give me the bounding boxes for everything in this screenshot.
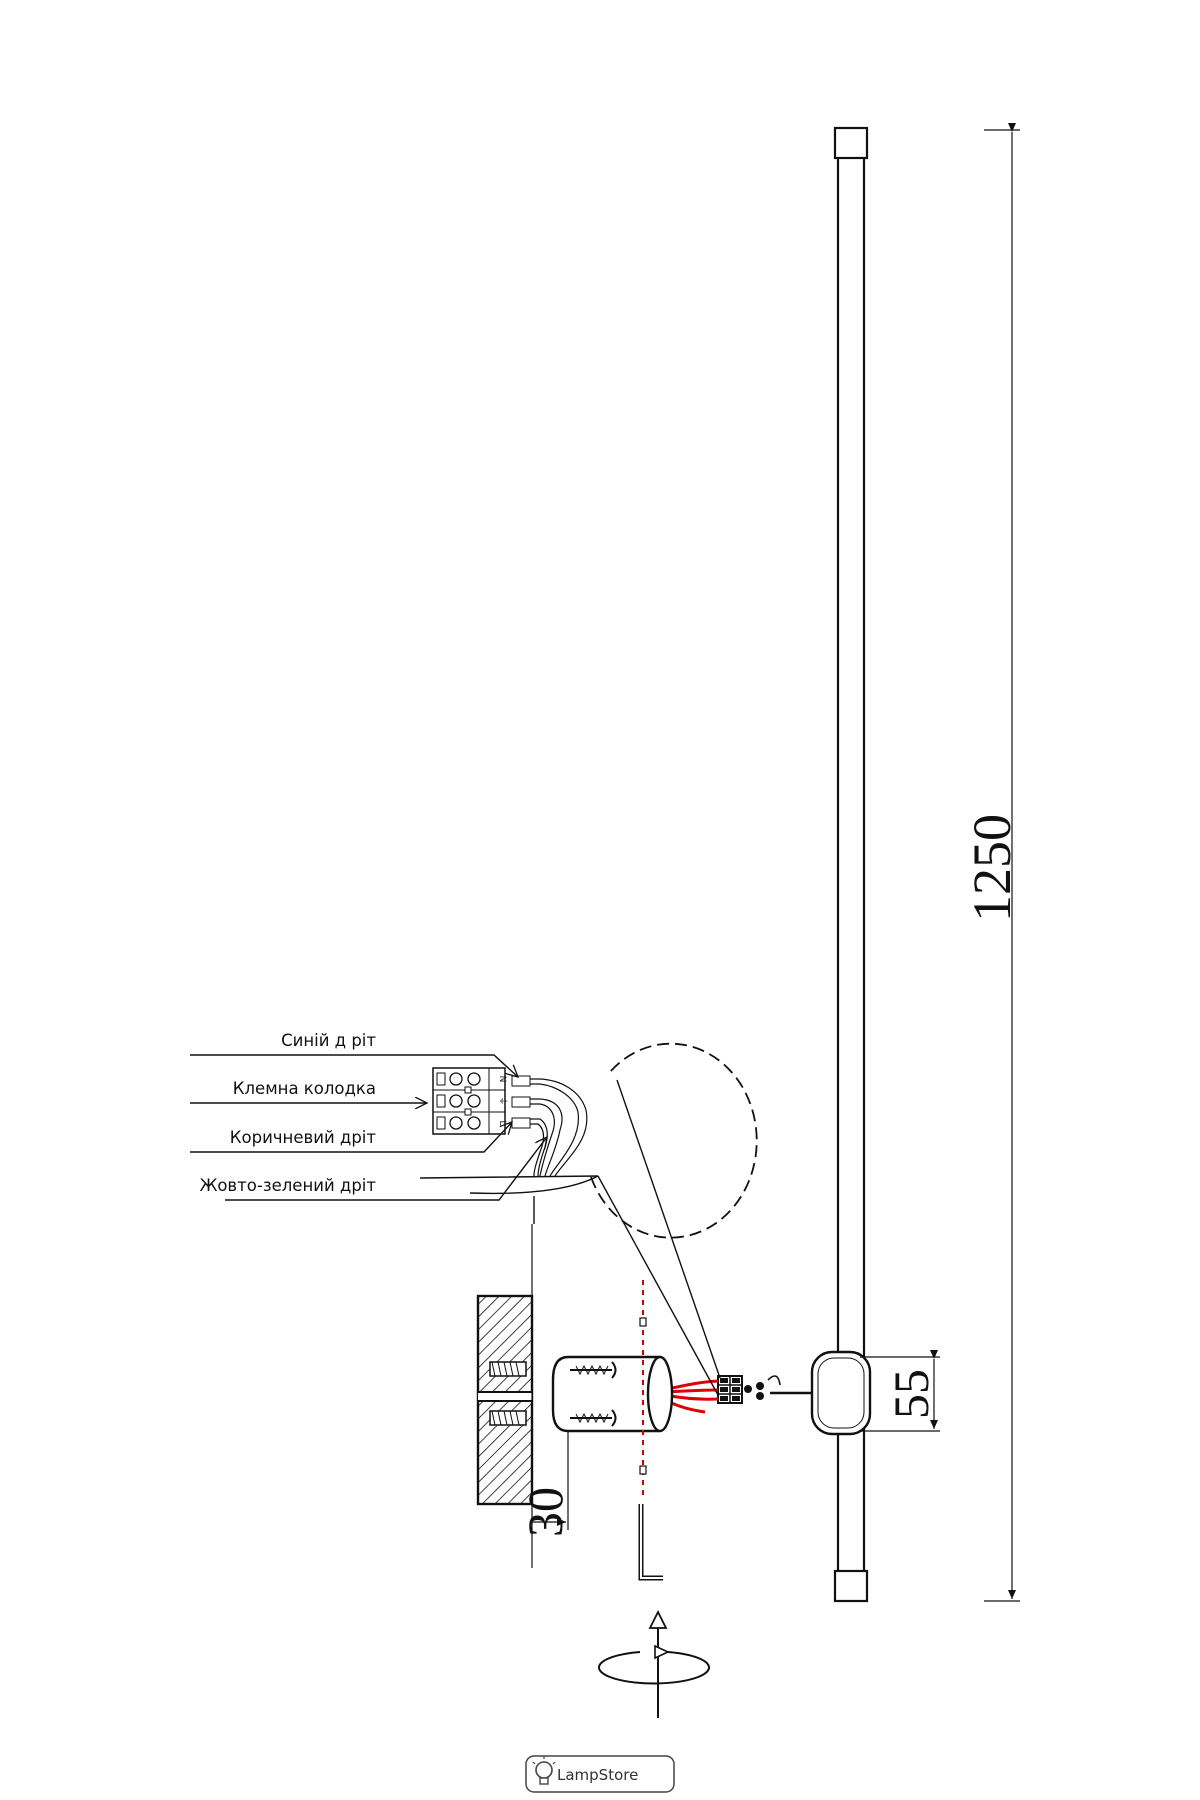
leader-brown-wire xyxy=(190,1122,512,1153)
dimension-mount-depth-label: 30 xyxy=(517,1487,573,1537)
mounting-cup xyxy=(551,1355,674,1433)
mounting-axis xyxy=(639,1280,647,1500)
label-yellow-green-wire: Жовто-зелений дріт xyxy=(200,1176,377,1195)
logo-text: LampStore xyxy=(557,1766,638,1784)
lamp-body xyxy=(767,1350,872,1436)
lightbulb-icon xyxy=(532,1756,556,1785)
screw-lower xyxy=(570,1409,617,1427)
dimension-total-length xyxy=(984,123,1020,1602)
rod-end-cap-bottom xyxy=(833,1569,869,1603)
hex-key-highlight xyxy=(640,1504,663,1579)
wall-anchor-upper xyxy=(489,1361,527,1377)
rod-end-cap-top xyxy=(833,126,869,160)
terminal-block-detail: N ⏚ L xyxy=(432,1067,508,1135)
label-brown-wire: Коричневий дріт xyxy=(230,1128,377,1147)
terminal-connector-small xyxy=(717,1375,764,1404)
screw-upper xyxy=(570,1361,617,1379)
hex-key-icon xyxy=(638,1504,663,1581)
wires-detail xyxy=(511,1075,588,1177)
dimension-total-length-label: 1250 xyxy=(962,814,1022,922)
dimension-body-width-label: 55 xyxy=(883,1369,939,1419)
label-terminal-block: Клемна колодка xyxy=(233,1079,376,1098)
leader-yellow-green-wire xyxy=(225,1137,547,1201)
lamp-rod xyxy=(833,126,869,1603)
terminal-mark-neutral: N xyxy=(497,1076,507,1083)
detail-callout: N ⏚ L xyxy=(190,1042,758,1396)
wall-anchor-lower xyxy=(489,1410,527,1426)
dimension-mount-depth xyxy=(531,1224,569,1568)
dimension-body-width xyxy=(860,1350,940,1432)
rotation-arrow-icon xyxy=(598,1609,710,1718)
wall-section xyxy=(476,1294,534,1506)
leader-blue-wire xyxy=(190,1054,518,1077)
label-blue-wire: Синій д ріт xyxy=(281,1031,376,1050)
terminal-mark-earth: ⏚ xyxy=(497,1096,508,1105)
terminal-mark-live: L xyxy=(497,1120,507,1125)
lampstore-logo: LampStore xyxy=(525,1755,675,1793)
